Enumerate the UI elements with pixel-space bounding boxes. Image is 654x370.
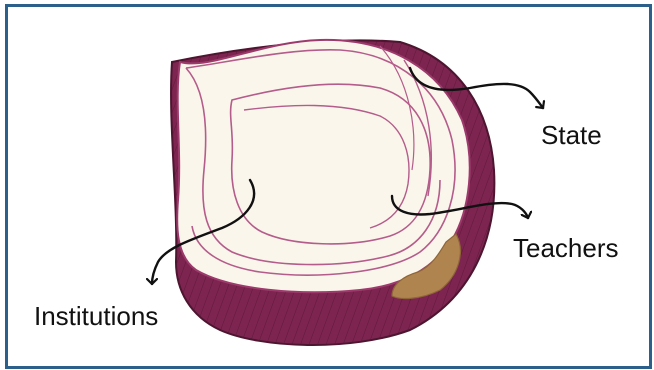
label-state: State [541,122,602,148]
onion-flesh [177,40,470,292]
label-teachers: Teachers [513,235,619,261]
label-institutions: Institutions [34,303,158,329]
